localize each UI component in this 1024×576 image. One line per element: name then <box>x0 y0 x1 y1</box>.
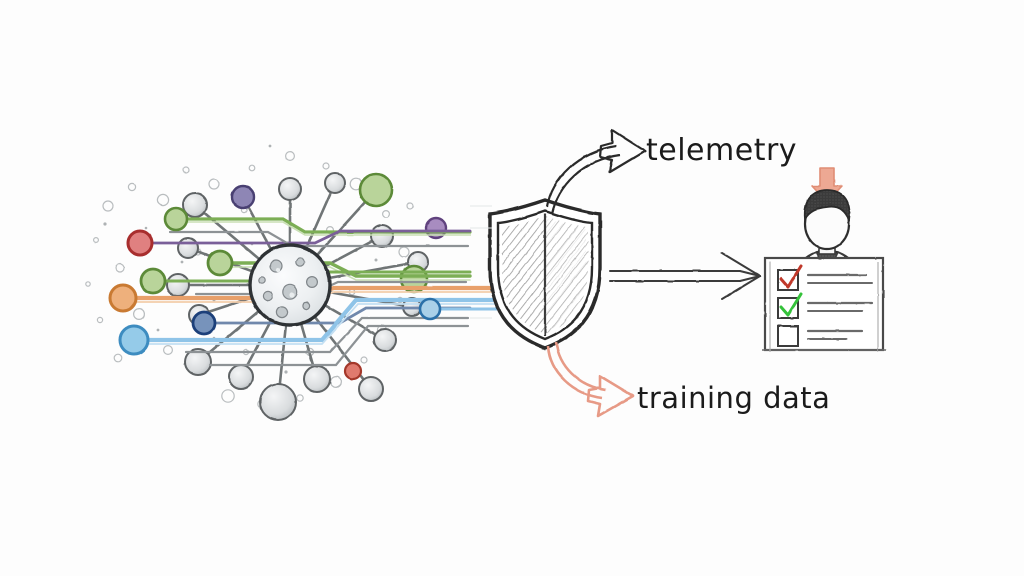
telemetry-arrow <box>545 128 647 215</box>
trace-node-green-top <box>163 206 189 232</box>
circuit-traces <box>108 206 506 367</box>
shield <box>488 198 602 350</box>
checklist-item-3[interactable] <box>777 325 864 347</box>
checklist-item-2[interactable] <box>777 292 874 319</box>
trace-node-orange <box>108 283 138 313</box>
trace-node-blue-right <box>418 297 442 321</box>
trace-node-green-mid <box>206 249 234 277</box>
network-node-green <box>358 172 394 208</box>
telemetry-label: telemetry <box>646 133 798 168</box>
main-flow-arrow <box>609 252 761 300</box>
checklist-item-1[interactable] <box>777 264 873 291</box>
network-node-purple <box>230 184 256 210</box>
trace-node-darkblue <box>191 310 217 336</box>
training-data-arrow <box>546 341 635 418</box>
network-node-red-small <box>343 361 363 381</box>
network-hub <box>248 243 332 327</box>
trace-node-lightblue <box>118 324 150 356</box>
trace-node-red <box>126 229 154 257</box>
trace-node-green-low <box>139 267 167 295</box>
training-data-label: training data <box>637 381 831 415</box>
faint-guides <box>470 205 492 319</box>
